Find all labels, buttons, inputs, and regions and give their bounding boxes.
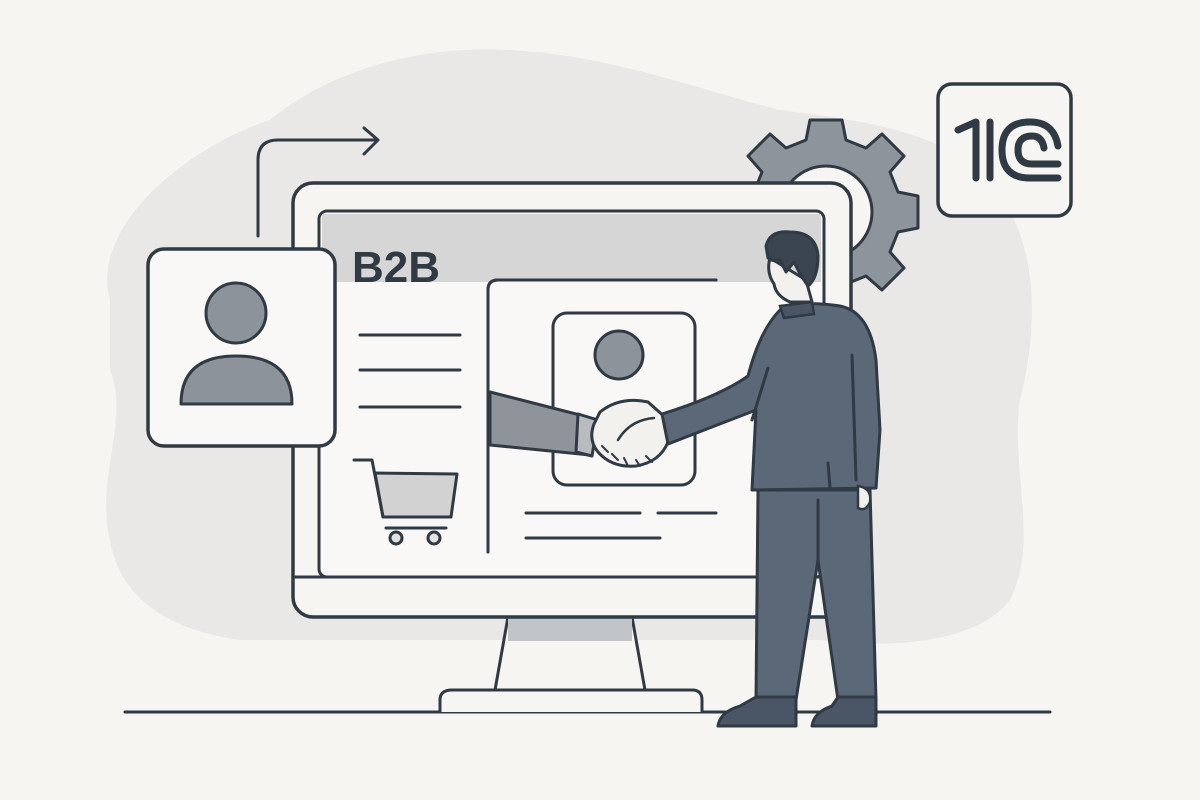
profile-avatar-head (593, 329, 645, 381)
logo-badge-1c: 1C (936, 82, 1073, 218)
screen-header-bar (322, 214, 821, 282)
screen-header-title: B2B (352, 243, 440, 292)
handshake-icon (590, 398, 670, 468)
user-avatar-icon (179, 281, 294, 406)
businessman-figure (660, 230, 882, 728)
shopping-cart-icon (352, 458, 459, 546)
monitor-stand (438, 615, 704, 712)
arrow-right-icon (256, 126, 380, 238)
profile-lines (524, 511, 718, 540)
user-card (146, 247, 337, 448)
content-lines (358, 333, 462, 409)
logo-1c-icon (954, 118, 1062, 182)
